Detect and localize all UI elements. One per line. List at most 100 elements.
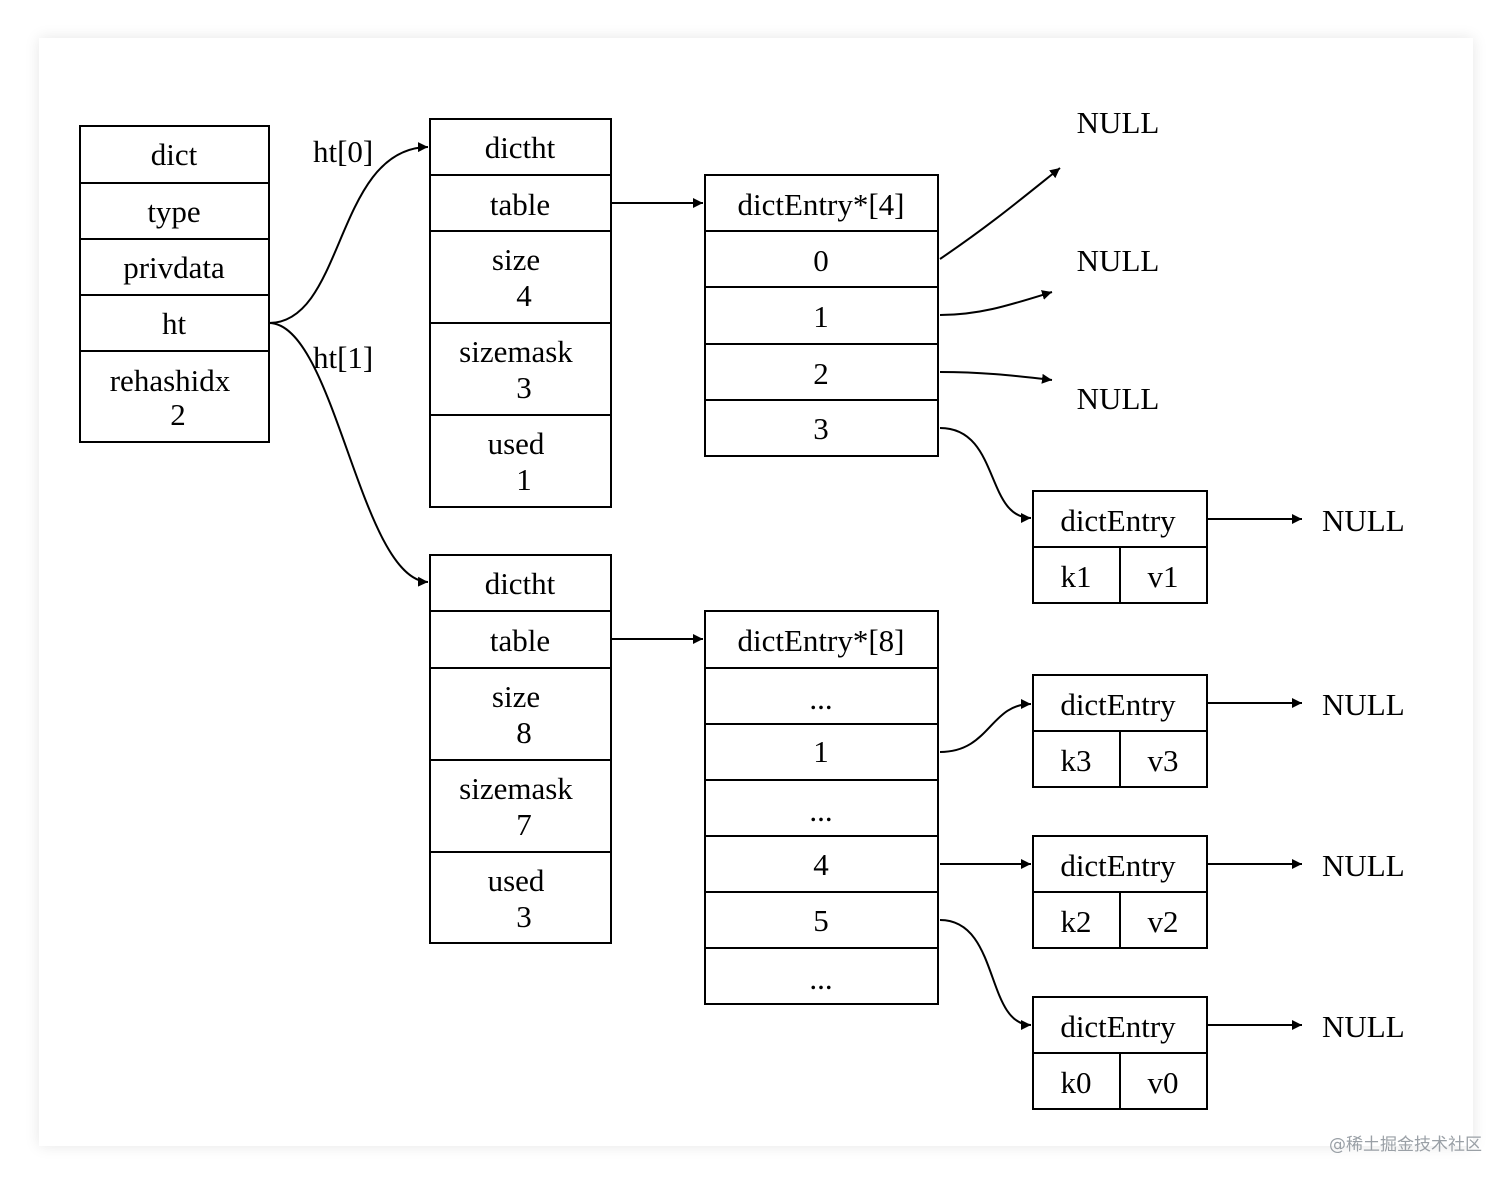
dict-rehashidx-label: rehashidx [110,363,231,398]
edge-ht1 [268,322,429,587]
dict-entry-k2: dictEntry k2 v2 [1032,835,1208,949]
null-label: NULL [1077,243,1160,278]
dict-entry-value: v0 [1148,1065,1179,1100]
dict-type-label: type [147,194,200,229]
entry-table-1-slot-cell [704,779,939,837]
dictht-1-table-label: table [490,623,550,658]
entry-table-0-slot-cell [704,343,939,401]
dictht-0-title: dictht [485,130,556,165]
dict-entry-value-cell [1119,546,1208,604]
dictht-0-used-label: used [488,426,545,461]
dict-entry-value-cell [1119,891,1208,949]
edge-slot-null [939,167,1061,260]
null-label: NULL [1322,503,1405,538]
dictht-1-used-cell [429,851,612,944]
entry-table-1-slot: 1 [813,734,829,769]
dict-entry-key-cell [1032,891,1121,949]
dictht-1-used-value: 3 [516,899,532,934]
entry-table-1-slot: ... [809,793,832,828]
dictht-1-sizemask-cell [429,759,612,853]
entry-table-0-slot: 1 [813,299,829,334]
watermark: @稀土掘金技术社区 [1329,1135,1482,1155]
entry-table-1-slot: ... [809,681,832,716]
dict-entry-key: k3 [1061,743,1092,778]
dictht-1: dictht table size 8 sizemask 7 used 3 [429,554,612,944]
null-label: NULL [1322,687,1405,722]
dict-privdata-cell [79,238,270,296]
dictht-1-sizemask-label: sizemask [459,771,573,806]
dict-entry-title: dictEntry [1060,1009,1176,1044]
dict-rehashidx-value: 2 [170,397,186,432]
dictht-0-sizemask-label: sizemask [459,334,573,369]
dict-entry-value: v1 [1148,559,1179,594]
dict-entry-k1: dictEntry k1 v1 [1032,490,1208,604]
dictht-0-used-value: 1 [516,462,532,497]
dictht-1-size-cell [429,667,612,761]
edges [268,142,1302,1030]
null-label: NULL [1322,848,1405,883]
dict-privdata-label: privdata [123,250,225,285]
entry-table-0-slot-cell [704,399,939,457]
entry-table-0-slot: 3 [813,411,829,446]
dict-entry-k3: dictEntry k3 v3 [1032,674,1208,788]
dict-title-cell [79,125,270,184]
dictht-1-size-value: 8 [516,715,532,750]
edge-slot-entry [939,699,1032,753]
entry-table-1-slot: 5 [813,903,829,938]
entry-table-0-title: dictEntry*[4] [737,187,904,222]
dict-struct: dict type privdata ht rehashidx 2 [79,125,270,443]
edge-slot-entry [939,427,1032,523]
dict-entry-value: v3 [1148,743,1179,778]
null-label: NULL [1077,381,1160,416]
dictht-0: dictht table size 4 sizemask 3 used 1 [429,118,612,508]
entry-table-1-slot-cell [704,667,939,725]
edge-label-ht1: ht[1] [313,340,373,375]
dict-entry-key: k2 [1061,904,1092,939]
entry-table-0-slot-cell [704,286,939,345]
dict-rehashidx-cell [79,350,270,443]
entry-table-0-slot: 2 [813,356,829,391]
dictht-0-size-label: size [492,242,540,277]
dict-entry-value: v2 [1148,904,1179,939]
dict-type-cell [79,182,270,240]
entry-table-1-title: dictEntry*[8] [737,623,904,658]
edge-slot-null [939,371,1053,384]
dict-entry-key: k1 [1061,559,1092,594]
dictht-1-size-label: size [492,679,540,714]
entry-table-0-slot-cell [704,230,939,288]
dict-ht-label: ht [162,306,187,341]
edge-ht0 [268,142,429,324]
dict-entry-title: dictEntry [1060,687,1176,722]
null-label: NULL [1322,1009,1405,1044]
entry-table-0-title-cell [704,174,939,232]
entry-table-1-slot-cell [704,891,939,949]
entry-table-1-slot-cell [704,947,939,1005]
dictht-1-sizemask-value: 7 [516,807,532,842]
dictht-0-sizemask-value: 3 [516,370,532,405]
edge-slot-entry [939,919,1032,1030]
dict-entry-title-cell [1032,674,1208,732]
entry-table-0-slot: 0 [813,243,829,278]
dict-entry-value-cell [1119,1052,1208,1110]
dict-entry-key-cell [1032,1052,1121,1110]
entry-table-0: dictEntry*[4] 0 1 2 3 [704,174,939,457]
dictht-0-sizemask-cell [429,322,612,416]
dictht-0-used-cell [429,414,612,508]
dictht-1-title: dictht [485,566,556,601]
entry-table-1-slot: ... [809,961,832,996]
entry-table-1-slot-cell [704,835,939,893]
dict-entry-key-cell [1032,546,1121,604]
dictht-0-size-cell [429,230,612,324]
dict-entry-k0: dictEntry k0 v0 [1032,996,1208,1110]
edge-slot-null [939,290,1053,316]
entry-table-1-title-cell [704,610,939,669]
dict-entry-title: dictEntry [1060,848,1176,883]
dict-entry-value-cell [1119,730,1208,788]
entry-table-1-slot: 4 [813,847,829,882]
dict-entry-key: k0 [1061,1065,1092,1100]
entry-table-1-slot-cell [704,723,939,781]
dictht-0-table-label: table [490,187,550,222]
dictht-1-table-cell [429,610,612,669]
dictht-1-used-label: used [488,863,545,898]
